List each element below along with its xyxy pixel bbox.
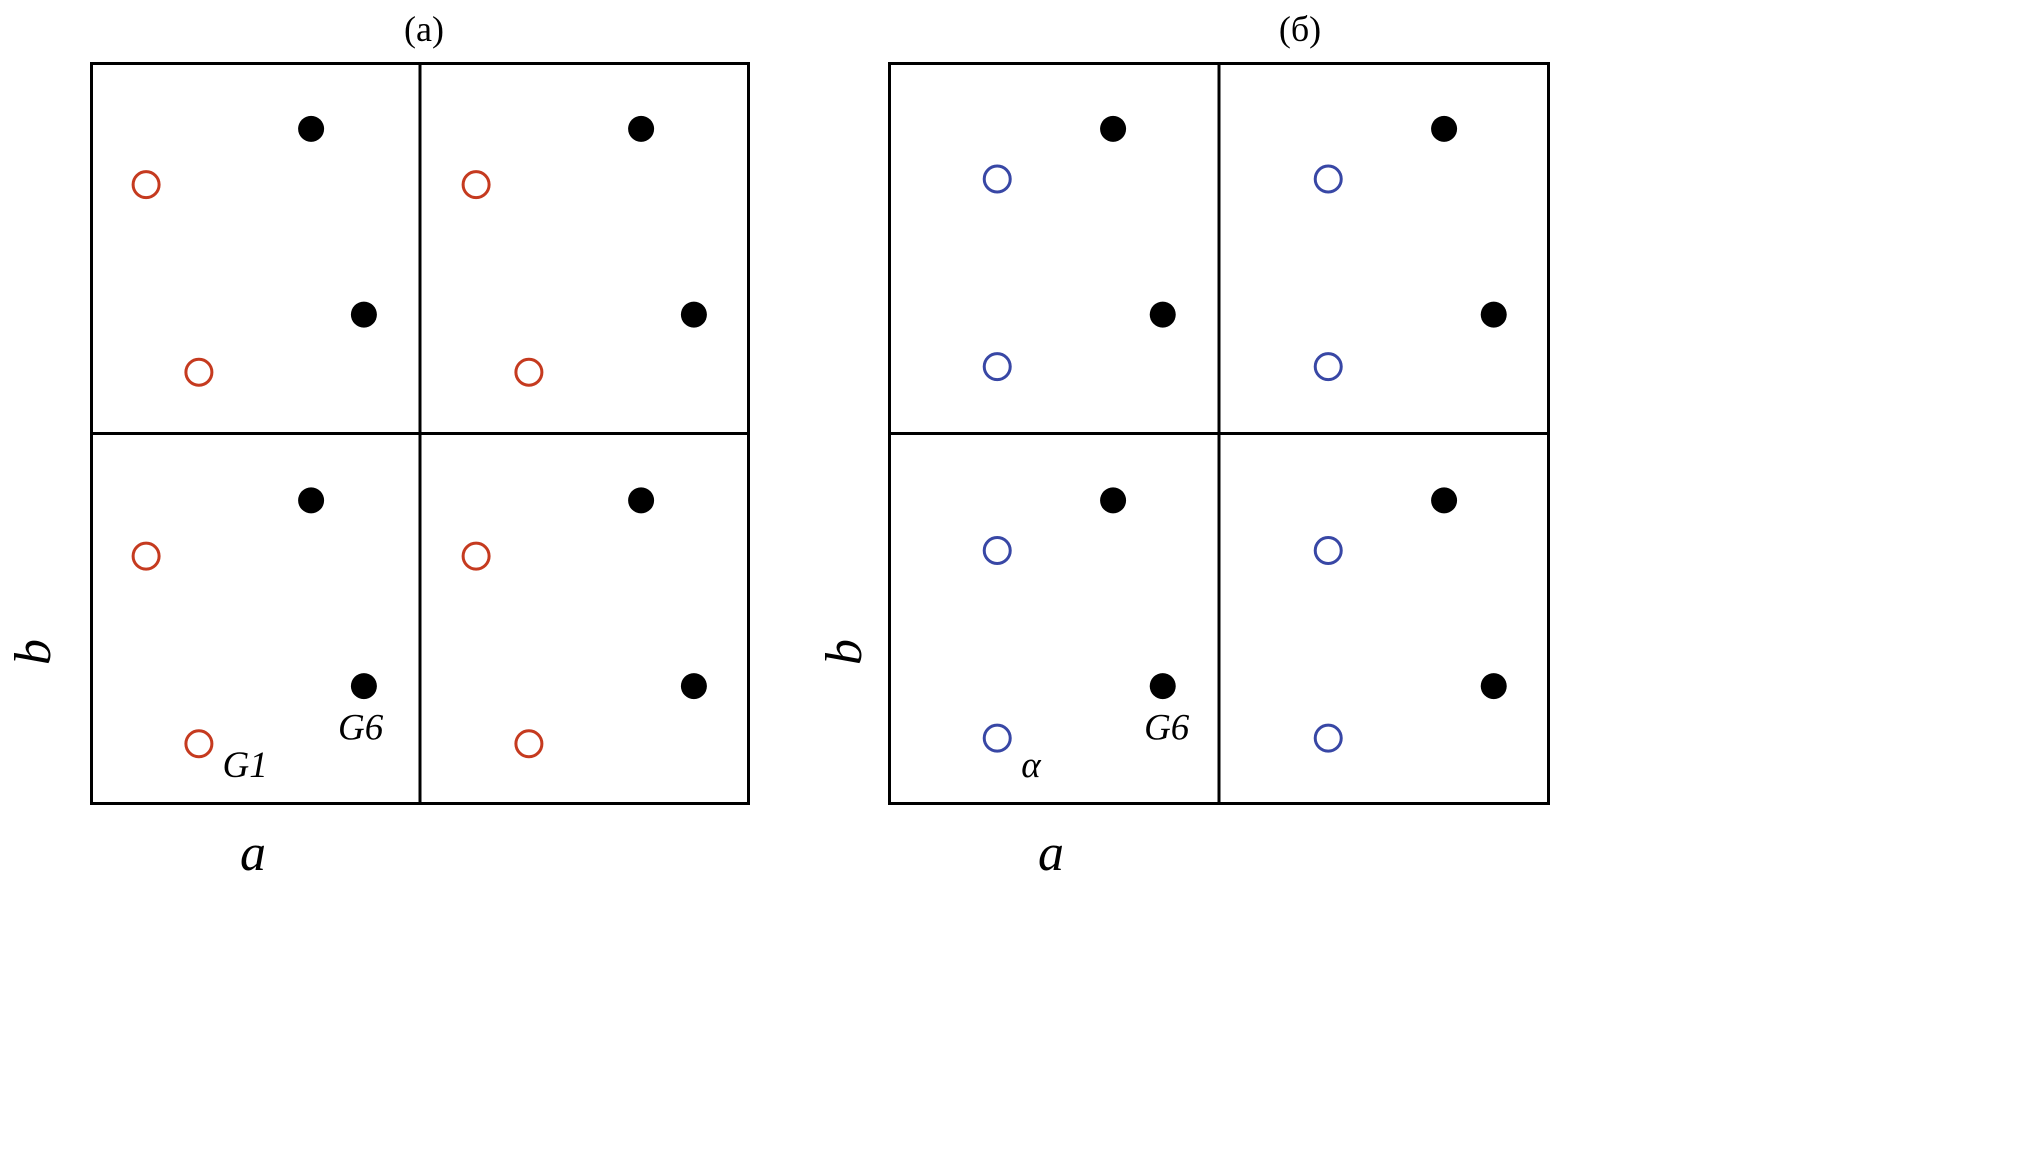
open-atom — [461, 170, 491, 200]
open-atom — [184, 357, 214, 387]
open-atom — [982, 352, 1012, 382]
open-atom — [461, 541, 491, 571]
panel-b-lattice: α G6 — [888, 62, 1550, 805]
filled-atom — [1480, 673, 1507, 700]
panel-a-lattice: G1 G6 — [90, 62, 750, 805]
open-atom — [184, 729, 214, 759]
open-atom — [1313, 723, 1343, 753]
filled-atom — [298, 115, 325, 142]
panel-b-title: (б) — [1278, 9, 1322, 49]
panel-b-axis-a-label: a — [1038, 825, 1064, 882]
open-atom — [131, 541, 161, 571]
filled-atom — [350, 301, 377, 328]
panel-b-axis-b-label: b — [816, 639, 873, 665]
open-atom — [131, 170, 161, 200]
filled-atom — [1100, 115, 1127, 142]
filled-atom — [680, 301, 707, 328]
filled-atom — [680, 673, 707, 700]
filled-atom — [1149, 301, 1176, 328]
panel-a-title: (а) — [404, 9, 444, 49]
filled-atom — [1100, 487, 1127, 514]
filled-atom — [1480, 301, 1507, 328]
open-atom — [1313, 536, 1343, 566]
panel-a-axis-b-label: b — [5, 639, 62, 665]
atom-label: G6 — [338, 708, 384, 749]
filled-atom — [350, 673, 377, 700]
open-atom — [514, 729, 544, 759]
filled-atom — [628, 115, 655, 142]
open-atom — [1313, 352, 1343, 382]
atom-label: G1 — [222, 745, 267, 786]
panel-a-axis-a-label: a — [240, 825, 266, 882]
filled-atom — [628, 487, 655, 514]
filled-atom — [1431, 115, 1458, 142]
atom-label: α — [1021, 745, 1042, 786]
open-atom — [982, 536, 1012, 566]
filled-atom — [1431, 487, 1458, 514]
filled-atom — [1149, 673, 1176, 700]
open-atom — [982, 723, 1012, 753]
filled-atom — [298, 487, 325, 514]
atom-label: G6 — [1144, 708, 1190, 749]
open-atom — [982, 164, 1012, 194]
open-atom — [514, 357, 544, 387]
open-atom — [1313, 164, 1343, 194]
